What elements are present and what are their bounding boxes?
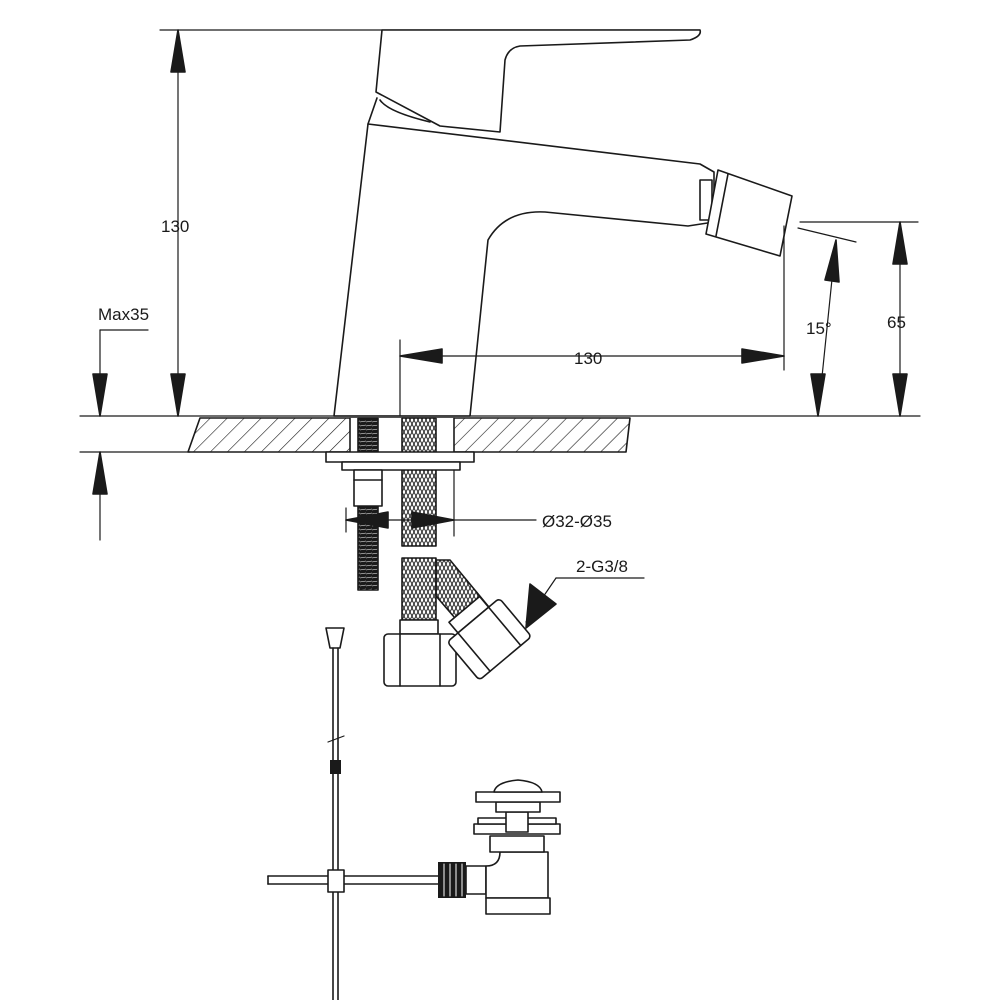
rod-clevis — [327, 869, 345, 893]
mounting-washer — [325, 451, 475, 463]
handle-joint — [367, 97, 378, 125]
arrow-head — [810, 373, 826, 417]
arrow-head — [399, 348, 443, 364]
arrow-head — [525, 583, 557, 629]
arrow-head — [170, 373, 186, 417]
label-angle: 15° — [806, 319, 832, 338]
arrow-head — [411, 511, 455, 529]
label-spout-reach: 130 — [574, 349, 602, 368]
drain-stem — [505, 811, 529, 833]
arrow-head — [345, 511, 389, 529]
arrow-head — [892, 373, 908, 417]
mounting-plate — [341, 461, 461, 471]
aerator-ring — [715, 173, 729, 237]
arrow-head — [170, 29, 186, 73]
aerator-nozzle — [705, 169, 793, 257]
hose-ferrule-1 — [399, 619, 439, 635]
pivot-nut — [438, 862, 466, 898]
handle-lever — [375, 29, 702, 133]
drain-flange — [475, 791, 561, 803]
label-hole-diameter: Ø32-Ø35 — [542, 512, 612, 531]
hose-nut-2 — [448, 595, 531, 680]
label-connector: 2-G3/8 — [576, 557, 628, 576]
arrow-head — [92, 373, 108, 417]
handle-base — [379, 99, 431, 123]
drain-plug-cap — [493, 779, 543, 793]
hose-nut-1 — [383, 633, 457, 687]
drain-collar — [489, 835, 545, 853]
arrow-head — [824, 239, 840, 283]
rod-clip — [330, 760, 341, 774]
arrow-head — [892, 221, 908, 265]
label-max-thickness: Max35 — [98, 305, 149, 324]
arrow-head — [92, 451, 108, 495]
drain-tailpiece — [485, 897, 551, 915]
lift-rod-knob — [325, 627, 345, 649]
braided-hose-1-lower — [401, 557, 437, 621]
mounting-nut — [353, 469, 383, 507]
arrow-head — [741, 348, 785, 364]
label-spout-height: 65 — [887, 313, 906, 332]
faucet-body — [333, 123, 715, 417]
drain-body — [485, 851, 549, 899]
label-height-total: 130 — [161, 217, 189, 236]
